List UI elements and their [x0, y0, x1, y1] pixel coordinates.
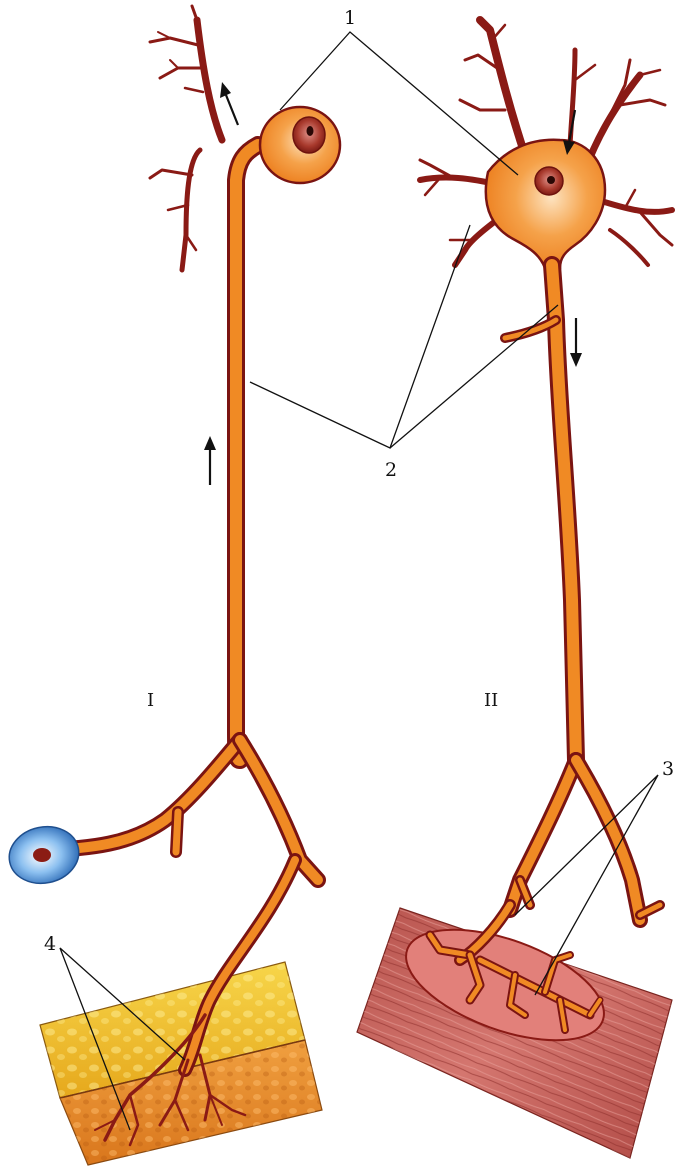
label-sensory-endings: 4 [44, 933, 56, 955]
label-neuron-two: II [484, 690, 498, 711]
label-cell-body: 1 [344, 7, 356, 29]
arrow-down-motor-axon [570, 318, 582, 367]
arrow-toward-soma [220, 82, 238, 125]
arrow-up-axon [204, 436, 216, 485]
label-neuron-one: I [147, 690, 154, 711]
motor-neuron [420, 20, 672, 1030]
label-motor-endings: 3 [662, 758, 674, 780]
muscle-tissue [357, 907, 672, 1158]
sensory-neuron-upper-branches [150, 6, 222, 270]
label-processes: 2 [385, 459, 397, 481]
motor-neuron-soma [486, 140, 605, 268]
sensory-neuron [4, 6, 340, 1145]
